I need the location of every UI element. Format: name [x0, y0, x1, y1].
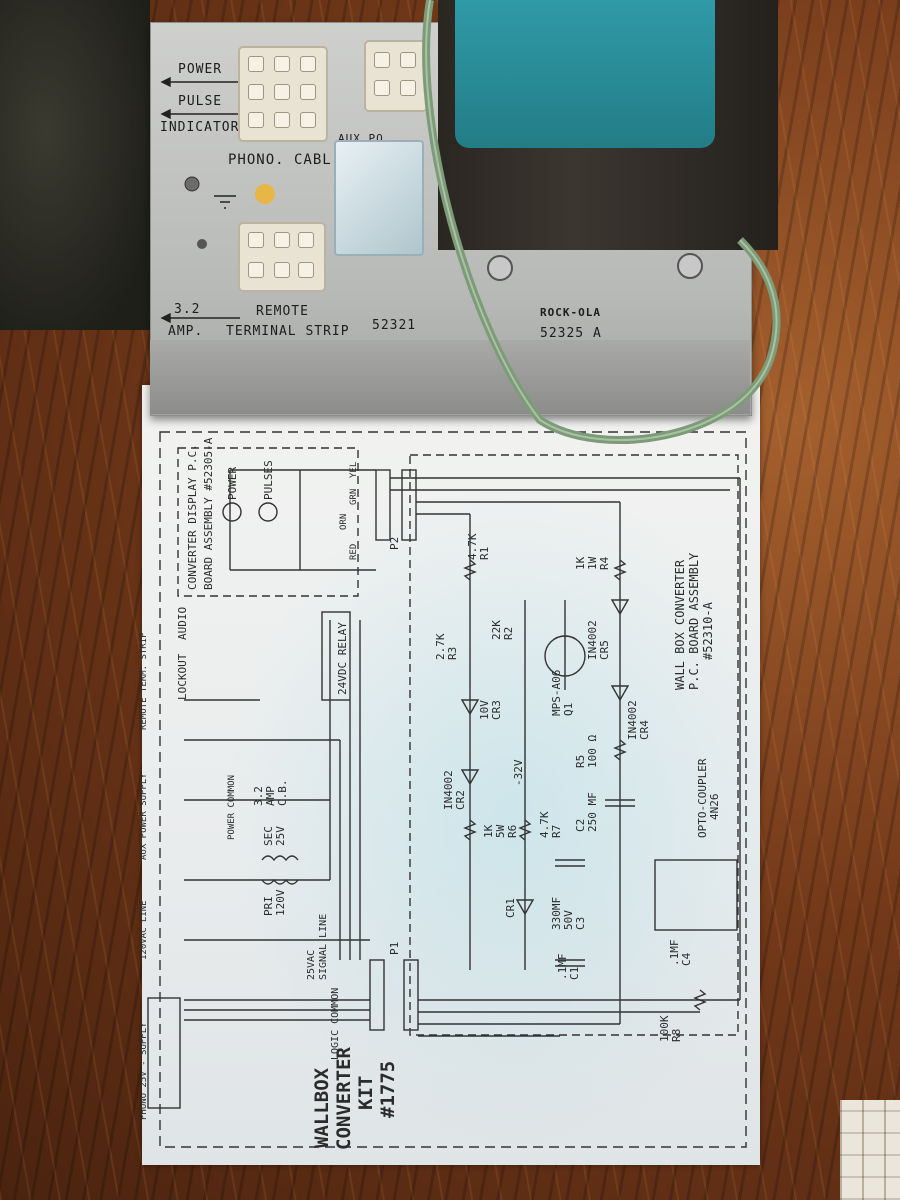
chassis-side — [150, 340, 750, 414]
cr2-name: CR2 — [454, 790, 467, 810]
c3-name: C3 — [574, 917, 587, 930]
amp-label: AMP. — [168, 324, 204, 339]
wallbox-board-label: WALL BOX CONVERTER — [673, 559, 687, 690]
line-120-label: 120VAC LINE — [139, 900, 149, 960]
power-pulse-connector — [238, 46, 328, 142]
r7-value: 4.7K — [538, 811, 551, 838]
cr1-name: CR1 — [504, 898, 517, 918]
breaker-label-3: C.B. — [276, 780, 289, 807]
wire-grn: GRN — [349, 489, 359, 505]
r6-value: 1K — [482, 824, 495, 838]
kit-title-1: WALLBOX — [311, 1067, 333, 1148]
r4-name: R4 — [598, 556, 611, 570]
pri-label: PRI — [262, 896, 275, 916]
display-board-label: CONVERTER DISPLAY P.C. — [186, 444, 199, 590]
r2-name: R2 — [502, 627, 515, 640]
c4-value: .1MF — [668, 940, 681, 967]
transformer-part: 52325 A — [540, 326, 602, 341]
aux-power-connector — [364, 40, 428, 112]
remote-terminal-connector — [238, 222, 326, 292]
kit-title-3: KIT — [355, 1076, 377, 1110]
transformer-coil — [455, 0, 715, 148]
wallbox-board-label-3: #52310-A — [701, 601, 715, 660]
r5-value: 100 Ω — [586, 735, 599, 768]
wallbox-board-label-2: P.C. BOARD ASSEMBLY — [687, 552, 701, 690]
c3-volt: 50V — [562, 910, 575, 930]
phono-cable-label: PHONO. CABL — [228, 152, 332, 168]
audio-label: AUDIO — [176, 607, 189, 640]
cr2-value: IN4002 — [442, 770, 455, 810]
remote-label: REMOTE — [256, 304, 309, 319]
cr5-value: IN4002 — [586, 620, 599, 660]
pulses-led-label: PULSES — [262, 460, 275, 500]
c1-value: .1MF — [556, 954, 569, 981]
c4-name: C4 — [680, 952, 693, 966]
q1-part: MPS-A06 — [550, 670, 563, 716]
aux-supply-label: AUX POWER SUPPLY — [139, 773, 149, 860]
amp-value-label: 3.2 — [174, 302, 201, 317]
relay-label: 24VDC RELAY — [336, 622, 349, 695]
terminal-top-label: REMOTE TERM. STRIP — [139, 632, 149, 730]
indicator-label: INDICATOR — [160, 120, 240, 135]
transformer-brand: ROCK-OLA — [540, 306, 601, 319]
r1-value: 4.7K — [466, 533, 479, 560]
wire-yel: YEL — [349, 462, 359, 478]
r4-value: 1K — [574, 556, 587, 570]
cr4-value: IN4002 — [626, 700, 639, 740]
logic-common-label: LOGIC COMMON — [330, 988, 341, 1060]
sec-v-label: 25V — [274, 826, 287, 846]
wire-red: RED — [349, 544, 359, 560]
c2-value: 250 MF — [586, 792, 599, 832]
wire-orn: ORN — [339, 514, 349, 530]
r1-name: R1 — [478, 547, 491, 560]
power-label: POWER — [178, 62, 223, 77]
neg32-label: -32V — [512, 759, 525, 786]
power-common-label: POWER COMMON — [227, 775, 237, 840]
relay-component — [334, 140, 424, 256]
terminal-strip-label: TERMINAL STRIP — [226, 324, 350, 339]
cr5-name: CR5 — [598, 640, 611, 660]
cr4-name: CR4 — [638, 720, 651, 740]
signal-line-label: SIGNAL LINE — [318, 914, 329, 980]
part-number-label: 52321 — [372, 318, 417, 333]
kit-title-2: CONVERTER — [333, 1046, 355, 1150]
r4-watt: 1W — [586, 556, 599, 570]
breaker-label-2: AMP — [264, 786, 277, 806]
r3-value: 2.7K — [434, 633, 447, 660]
r8-value: 100K — [658, 1015, 671, 1042]
cr3-value: 10V — [478, 700, 491, 720]
q1-name: Q1 — [562, 703, 575, 716]
display-board-label-2: BOARD ASSEMBLY #52305-A — [202, 437, 215, 590]
p2-label: P2 — [388, 537, 401, 550]
c2-name: C2 — [574, 819, 587, 832]
r6-name: R6 — [506, 825, 519, 838]
r3-name: R3 — [446, 647, 459, 660]
r6-watt: 5W — [494, 824, 507, 838]
c3-value: 330MF — [550, 897, 563, 930]
r8-name: R8 — [670, 1029, 683, 1042]
power-led-label: POWER — [226, 467, 239, 500]
r5-name: R5 — [574, 755, 587, 768]
phono-supply-label: PHONO 25V - SUPPLY — [139, 1022, 149, 1120]
floor-tile — [840, 1100, 900, 1200]
chair-fabric — [0, 0, 150, 330]
c1-name: C1 — [568, 967, 581, 980]
opto-label: OPTO-COUPLER — [696, 758, 709, 838]
cr3-name: CR3 — [490, 700, 503, 720]
r7-name: R7 — [550, 825, 563, 838]
lockout-label: LOCKOUT — [176, 653, 189, 700]
kit-title-4: #1775 — [377, 1061, 399, 1118]
p1-label: P1 — [388, 942, 401, 955]
v25ac-label: 25VAC — [306, 950, 317, 980]
opto-part: 4N26 — [708, 794, 721, 821]
sec-label: SEC — [262, 826, 275, 846]
pri-v-label: 120V — [274, 889, 287, 916]
pulse-label: PULSE — [178, 94, 223, 109]
breaker-label: 3.2 — [252, 786, 265, 806]
r2-value: 22K — [490, 620, 503, 640]
